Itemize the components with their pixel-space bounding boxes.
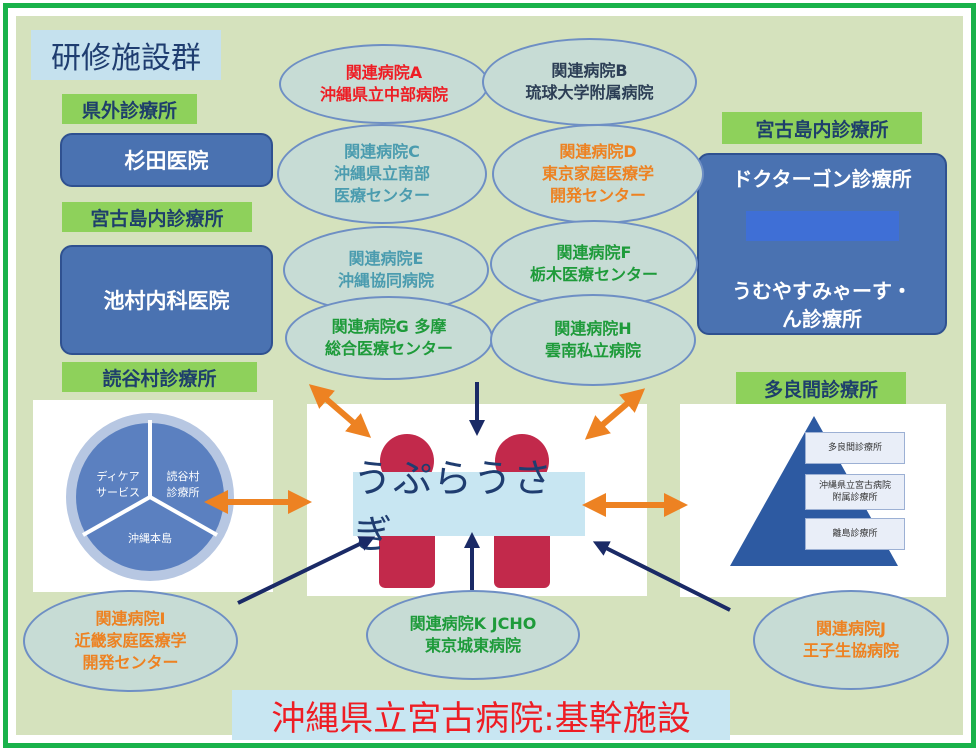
hospital-h: 関連病院H 雲南私立病院 bbox=[490, 294, 696, 386]
cycle-segment1-line1: ディケア bbox=[96, 469, 139, 483]
clinic-group-miyako: ドクターゴン診療所 うむやすみゃーす・ ん診療所 bbox=[697, 153, 947, 335]
clinic-doctor-gon: ドクターゴン診療所 bbox=[732, 167, 912, 191]
cycle-segment1-line2: サービス bbox=[96, 486, 140, 499]
cycle-segment2-line2: 診療所 bbox=[167, 485, 200, 499]
page-title: 研修施設群 bbox=[31, 30, 221, 80]
hospital-d: 関連病院D 東京家庭医療学 開発センター bbox=[492, 124, 704, 224]
pyramid-box-3: 離島診療所 bbox=[805, 518, 905, 550]
cycle-segment2-line1: 読谷村 bbox=[167, 469, 200, 483]
hospital-i: 関連病院I 近畿家庭医療学 開発センター bbox=[23, 590, 238, 692]
cycle-segment3: 沖縄本島 bbox=[128, 531, 172, 545]
pyramid-box-2: 沖縄県立宮古病院 附属診療所 bbox=[805, 474, 905, 510]
arrow-bottom-right bbox=[592, 541, 731, 612]
clinic-divider-bar bbox=[746, 211, 899, 241]
cycle-divider bbox=[149, 495, 218, 537]
arrow-bottom-left bbox=[237, 536, 376, 605]
hospital-b: 関連病院B 琉球大学附属病院 bbox=[482, 38, 697, 126]
hospital-j: 関連病院J 王子生協病院 bbox=[753, 590, 949, 690]
hospital-k: 関連病院K JCHO 東京城東病院 bbox=[366, 590, 580, 680]
clinic-ikemura: 池村内科医院 bbox=[60, 245, 273, 355]
cycle-divider bbox=[82, 495, 151, 537]
clinic-umuyasumyasun: うむやすみゃーす・ ん診療所 bbox=[732, 279, 912, 331]
label-kengai-clinic: 県外診療所 bbox=[62, 94, 197, 124]
clinic-sugita: 杉田医院 bbox=[60, 133, 273, 187]
arrow-upper-right-double bbox=[584, 388, 646, 440]
label-yomitan-clinic: 読谷村診療所 bbox=[62, 362, 257, 392]
hospital-e: 関連病院E 沖縄協同病院 bbox=[283, 226, 489, 314]
cycle-diagram: ディケア サービス 読谷村 診療所 沖縄本島 bbox=[66, 413, 234, 581]
arrow-upper-left-double bbox=[308, 384, 372, 438]
label-miyako-clinic-left: 宮古島内診療所 bbox=[62, 202, 252, 232]
pyramid-box-1: 多良間診療所 bbox=[805, 432, 905, 464]
core-facility-title: 沖縄県立宮古病院:基幹施設 bbox=[232, 690, 730, 740]
hospital-a: 関連病院A 沖縄県立中部病院 bbox=[279, 44, 489, 124]
label-miyako-clinic-right: 宮古島内診療所 bbox=[722, 112, 922, 144]
hospital-c: 関連病院C 沖縄県立南部 医療センター bbox=[277, 124, 487, 224]
label-tarama-clinic: 多良間診療所 bbox=[736, 372, 906, 404]
hospital-g: 関連病院G 多摩 総合医療センター bbox=[285, 296, 493, 380]
